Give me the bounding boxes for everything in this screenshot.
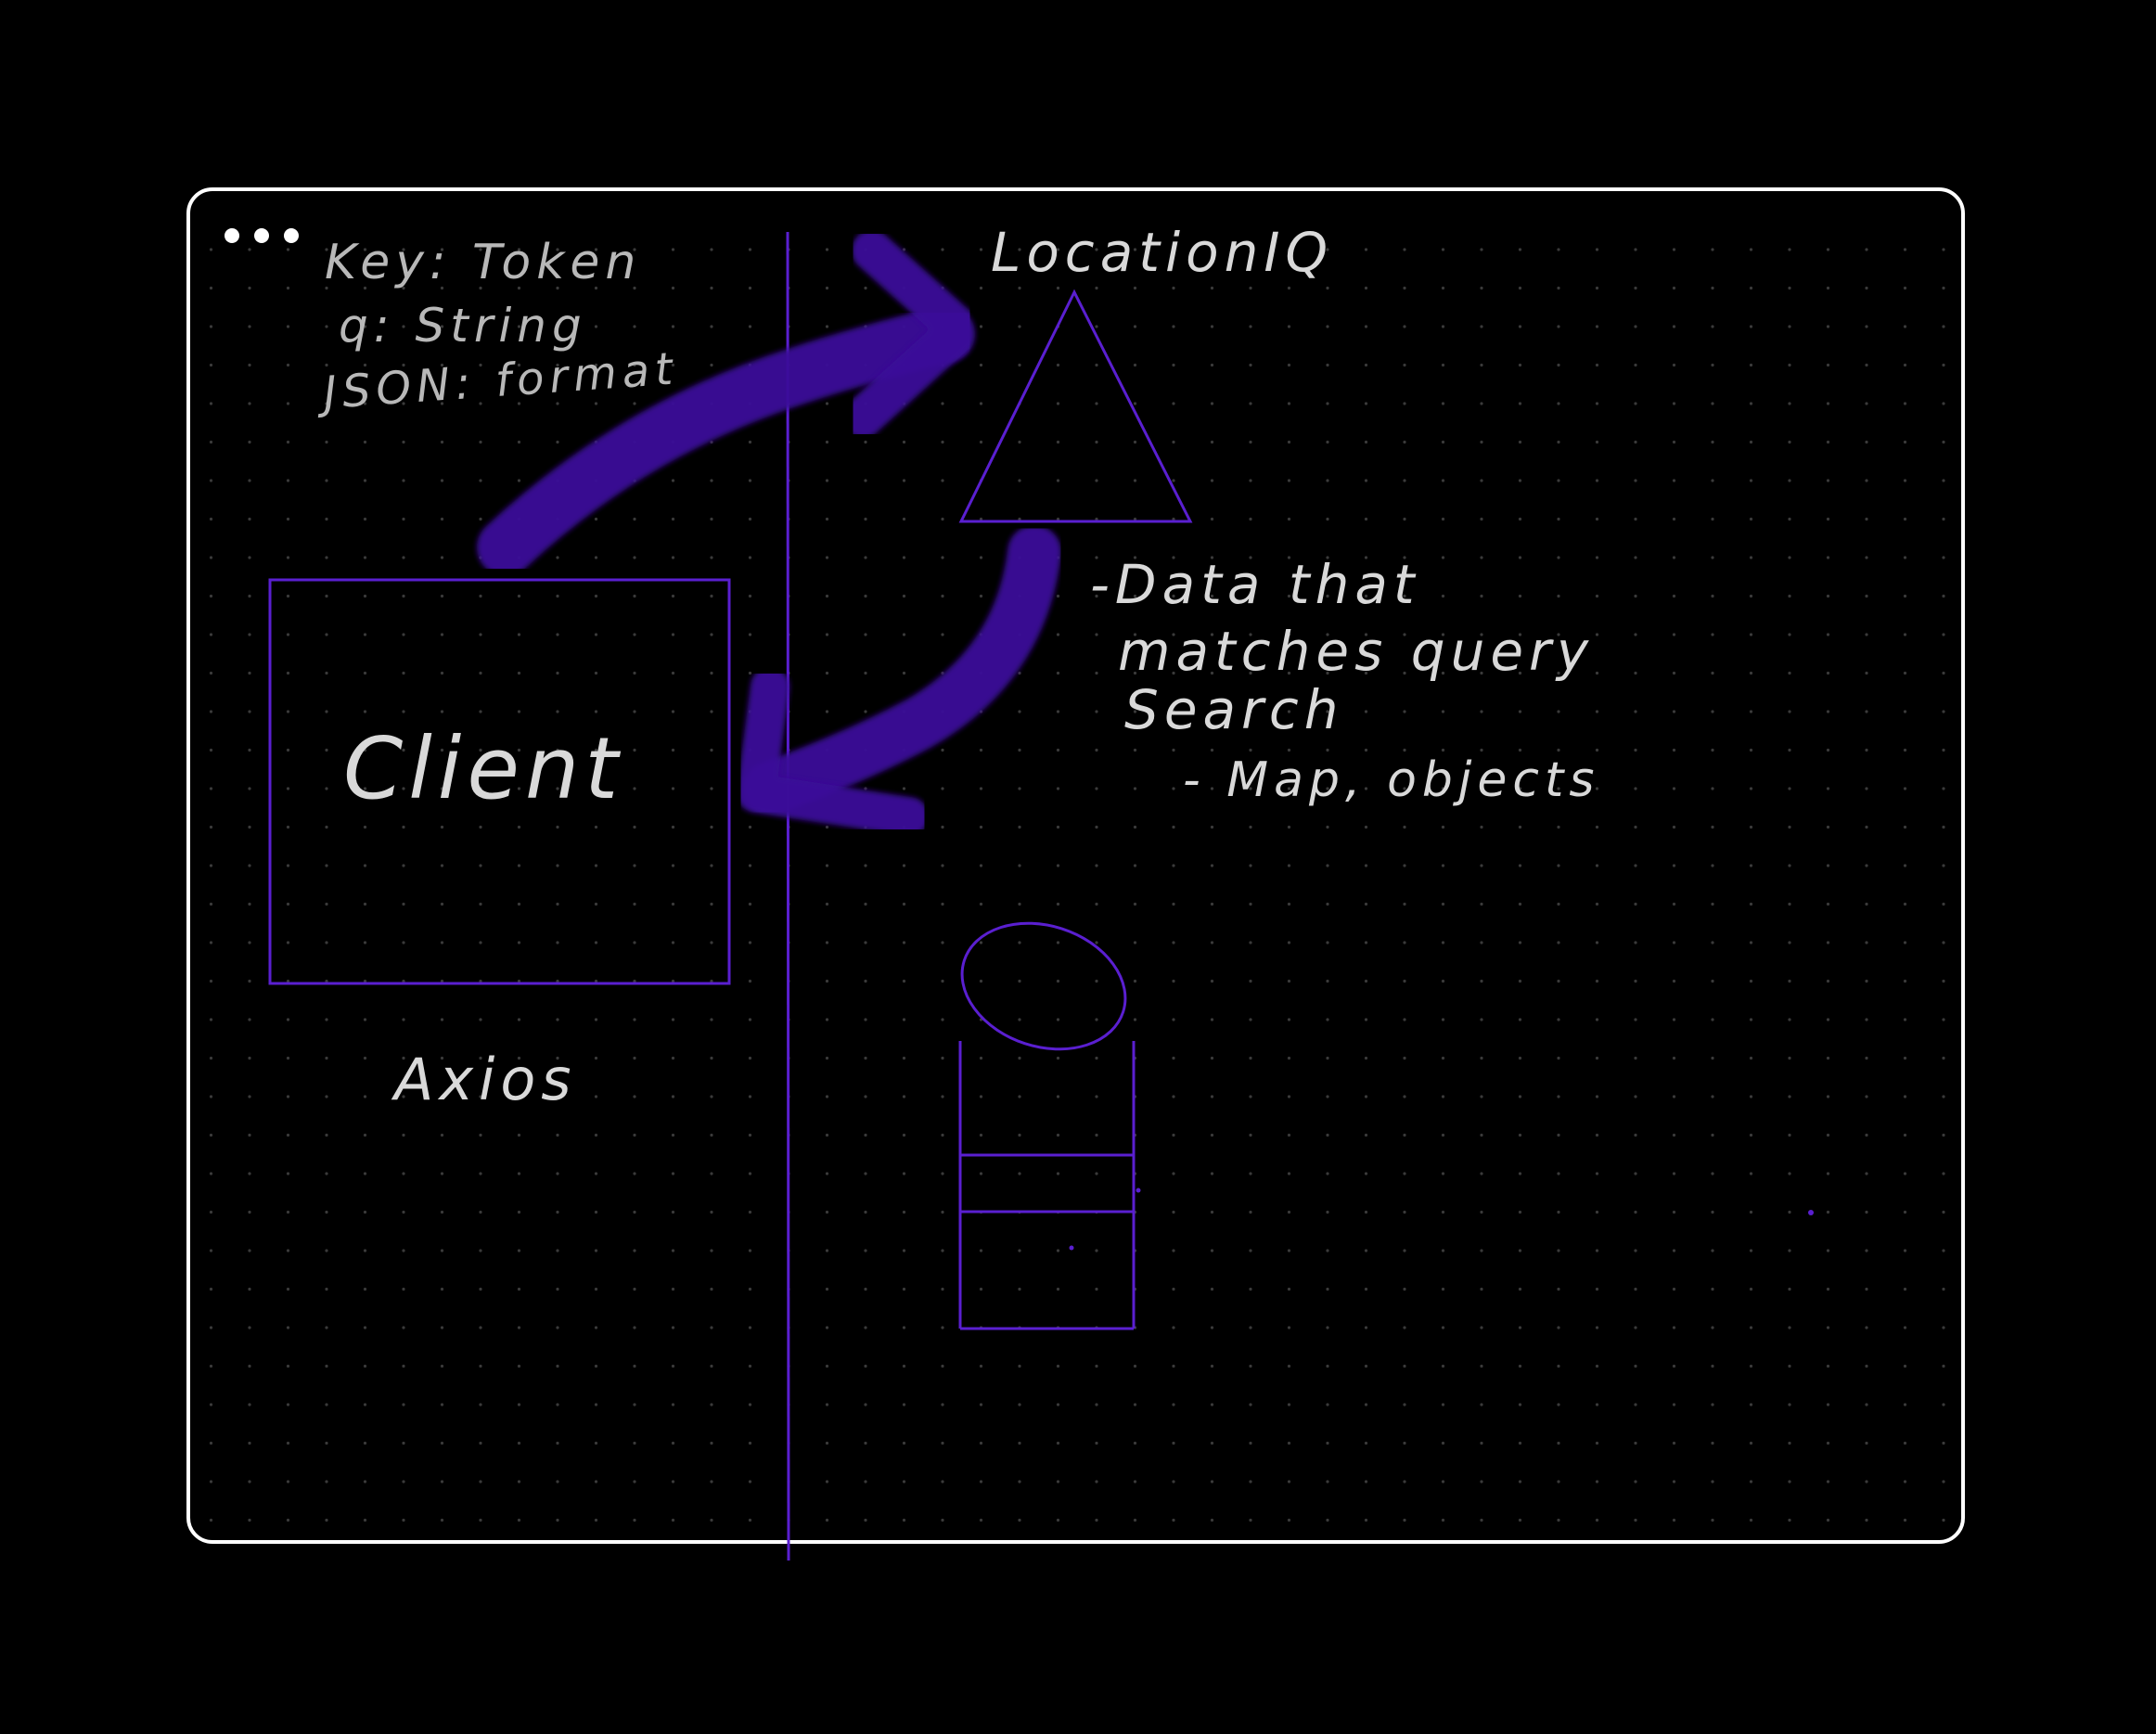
window-dot-icon[interactable] [254, 228, 269, 243]
response-text-1: -Data that [1090, 553, 1420, 616]
window-controls[interactable] [225, 228, 299, 243]
window-dot-icon[interactable] [225, 228, 239, 243]
window-dot-icon[interactable] [284, 228, 299, 243]
response-text-4: - Map, objects [1183, 752, 1599, 808]
request-arrow-icon [477, 230, 981, 576]
stray-dot [1808, 1210, 1814, 1215]
divider-line [786, 231, 790, 1561]
params-key-text: Key: Token [325, 235, 641, 290]
response-arrow-icon [737, 525, 1061, 836]
response-text-2: matches query [1118, 620, 1594, 683]
response-text-3: Search [1124, 678, 1344, 741]
service-triangle-icon [958, 289, 1193, 523]
client-box [268, 578, 731, 985]
client-lib-label: Axios [391, 1046, 577, 1113]
params-q-text: q: String [339, 299, 587, 353]
service-label: LocationIQ [991, 221, 1333, 284]
client-label: Client [343, 719, 623, 818]
dot-grid [199, 213, 1954, 1535]
database-cylinder-icon [958, 921, 1141, 1330]
